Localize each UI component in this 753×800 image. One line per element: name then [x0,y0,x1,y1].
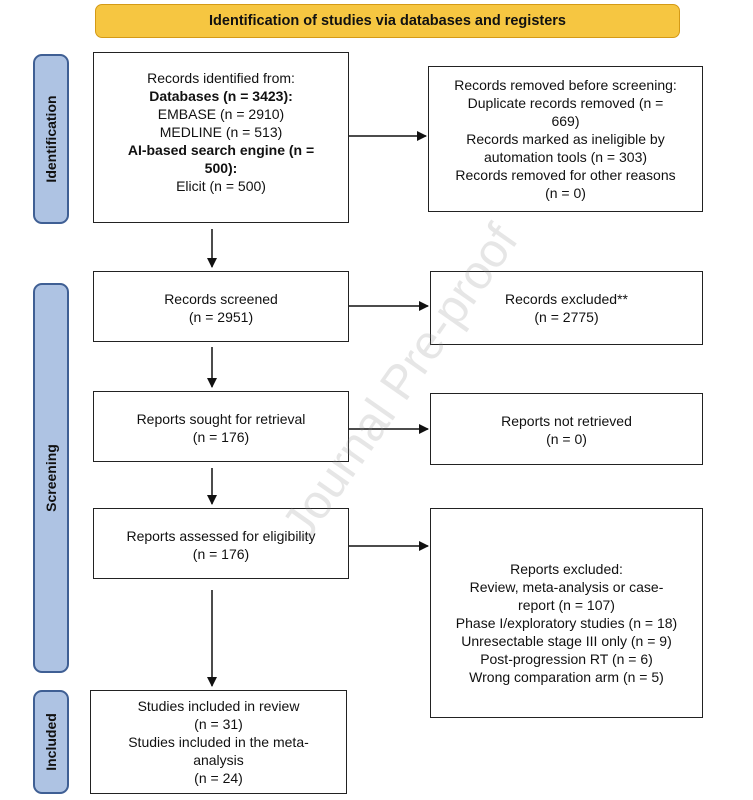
reports-excluded-heading: Reports excluded: [510,561,623,577]
included-review-count: (n = 31) [194,716,243,732]
phase-label-identification: Identification [33,54,69,224]
studies-included-box: Studies included in review (n = 31) Stud… [90,690,347,794]
reports-assessed-label: Reports assessed for eligibility [126,528,316,544]
records-identified-heading: Records identified from: [147,70,295,86]
included-review-label: Studies included in review [137,698,300,714]
excluded-review-meta: Review, meta-analysis or case- [469,579,664,595]
embase-count: EMBASE (n = 2910) [157,106,285,122]
reports-assessed-box: Reports assessed for eligibility (n = 17… [93,508,349,579]
ineligible-automation: Records marked as ineligible by [466,131,665,147]
reports-sought-label: Reports sought for retrieval [136,411,306,427]
phase-label-screening: Screening [33,283,69,673]
records-identified-box: Records identified from: Databases (n = … [93,52,349,223]
reports-not-retrieved-count: (n = 0) [546,431,587,447]
included-meta-label: Studies included in the meta- [128,734,309,750]
excluded-post-progression: Post-progression RT (n = 6) [480,651,653,667]
records-screened-box: Records screened (n = 2951) [93,271,349,342]
removed-other: Records removed for other reasons [455,167,676,183]
included-meta-label-cont: analysis [193,752,244,768]
records-screened-count: (n = 2951) [188,309,254,325]
ai-engine-count-cont: 500): [204,160,238,176]
header-title: Identification of studies via databases … [209,13,566,29]
included-meta-count: (n = 24) [194,770,243,786]
records-excluded-label: Records excluded** [505,291,628,307]
duplicates-removed: Duplicate records removed (n = [467,95,664,111]
reports-sought-box: Reports sought for retrieval (n = 176) [93,391,349,462]
header-banner: Identification of studies via databases … [95,4,680,38]
excluded-review-meta-count: report (n = 107) [518,597,615,613]
removed-other-count: (n = 0) [545,185,586,201]
medline-count: MEDLINE (n = 513) [159,124,283,140]
reports-sought-count: (n = 176) [192,429,250,445]
reports-assessed-count: (n = 176) [192,546,250,562]
reports-not-retrieved-box: Reports not retrieved (n = 0) [430,393,703,465]
ai-engine-count: AI-based search engine (n = [127,142,315,158]
records-excluded-count: (n = 2775) [534,309,599,325]
reports-excluded-box: Reports excluded: Review, meta-analysis … [430,508,703,718]
removed-heading: Records removed before screening: [454,77,677,93]
excluded-wrong-arm: Wrong comparation arm (n = 5) [469,669,664,685]
databases-count: Databases (n = 3423): [149,88,293,104]
duplicates-removed-count: 669) [551,113,580,129]
phase-label-included: Included [33,690,69,794]
records-removed-box: Records removed before screening: Duplic… [428,66,703,212]
records-screened-label: Records screened [164,291,278,307]
reports-not-retrieved-label: Reports not retrieved [501,413,632,429]
elicit-count: Elicit (n = 500) [176,178,266,194]
records-excluded-box: Records excluded** (n = 2775) [430,271,703,345]
excluded-unresectable: Unresectable stage III only (n = 9) [461,633,672,649]
excluded-phase1: Phase I/exploratory studies (n = 18) [455,615,678,631]
ineligible-automation-count: automation tools (n = 303) [483,149,648,165]
